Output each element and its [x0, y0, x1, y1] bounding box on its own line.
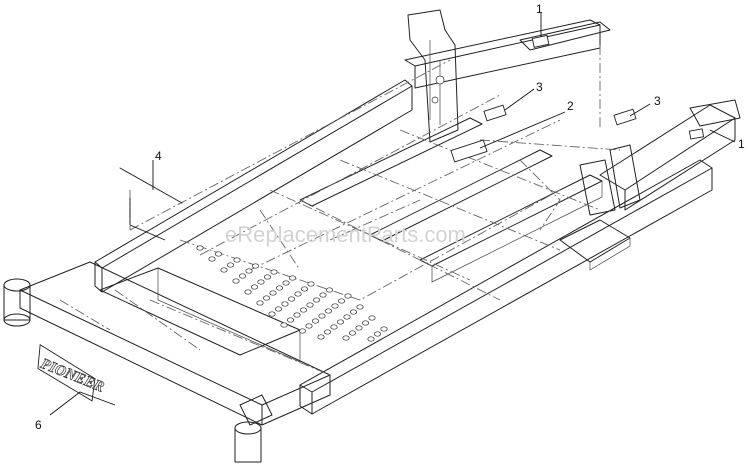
floor-hole [305, 323, 313, 329]
callout-4: 4 [155, 149, 162, 163]
floor-hole [344, 293, 352, 299]
decals [119, 34, 705, 204]
floor-hole [268, 311, 276, 317]
floor-hole [238, 273, 247, 279]
callout-1-right: 1 [738, 137, 745, 151]
floor-hole [337, 298, 346, 304]
floor-hole [257, 279, 265, 285]
floor-hole [196, 245, 204, 251]
floor-hole [355, 325, 363, 331]
floor-hole [263, 274, 272, 280]
floor-hole [244, 289, 252, 295]
floor-hole [330, 324, 338, 330]
floor-hole [286, 317, 295, 323]
floor-hole [300, 286, 309, 292]
floor-hole [348, 330, 357, 336]
floor-hole [262, 295, 271, 301]
floor-hole [380, 326, 388, 332]
floor-hole [317, 334, 325, 340]
floor-hole [233, 257, 241, 263]
floor-hole [318, 313, 326, 319]
floor-hole [214, 251, 223, 257]
floor-hole [368, 315, 376, 321]
floor-hole [269, 290, 277, 296]
floor-hole [325, 287, 334, 293]
floor-hole [287, 296, 296, 302]
floor-hole [294, 291, 302, 297]
decal-1-right [688, 128, 705, 140]
floor-hole [298, 328, 307, 334]
logo-text: PIONEER [38, 356, 106, 396]
floor-hole [311, 318, 320, 324]
floor-hole [312, 297, 321, 303]
watermark: eReplacementParts.com [225, 222, 466, 247]
floor-hole [307, 281, 315, 287]
floor-hole [245, 268, 253, 274]
floor-hole [274, 306, 283, 312]
floor-hole [342, 335, 350, 341]
floor-hole [293, 312, 301, 318]
floor-hole [331, 303, 339, 309]
callout-3-left: 3 [536, 80, 543, 94]
floor-hole [256, 300, 264, 306]
floor-hole [250, 284, 259, 290]
decal-3-right [613, 108, 637, 126]
decal-1-top [531, 34, 550, 48]
floor-hole [373, 331, 382, 337]
floor-hole [343, 314, 351, 320]
floor-hole [220, 267, 228, 273]
floor-hole [299, 307, 308, 313]
frame-hidden-lines [59, 45, 621, 376]
floor-hole [336, 319, 345, 325]
floor-hole [324, 308, 333, 314]
floor-hole [306, 302, 314, 308]
pioneer-logo-decal: PIONEER [37, 344, 106, 402]
floor-hole [232, 278, 240, 284]
floor-hole [226, 262, 235, 268]
floor-hole [323, 329, 332, 335]
decal-2 [450, 139, 488, 163]
floor-hole [288, 275, 297, 281]
floor-hole [275, 285, 284, 291]
floor-hole [282, 280, 290, 286]
floor-hole [356, 304, 364, 310]
callout-6: 6 [35, 418, 42, 432]
floor-hole [319, 292, 327, 298]
floor-hole [270, 269, 278, 275]
perforated-floor-plate [196, 245, 388, 342]
callouts: 1 1 2 3 3 4 6 [35, 2, 745, 432]
floor-hole [208, 256, 216, 262]
floor-hole [280, 322, 288, 328]
decal-4-line [119, 167, 183, 204]
callout-1-top: 1 [536, 2, 543, 16]
floor-hole [361, 320, 370, 326]
floor-hole [251, 263, 260, 269]
floor-hole [349, 309, 358, 315]
floor-hole [367, 336, 375, 342]
leader-lines [49, 13, 736, 416]
callout-2: 2 [567, 99, 574, 113]
callout-3-right: 3 [654, 94, 661, 108]
floor-hole [281, 301, 289, 307]
decal-3-left [483, 104, 507, 122]
